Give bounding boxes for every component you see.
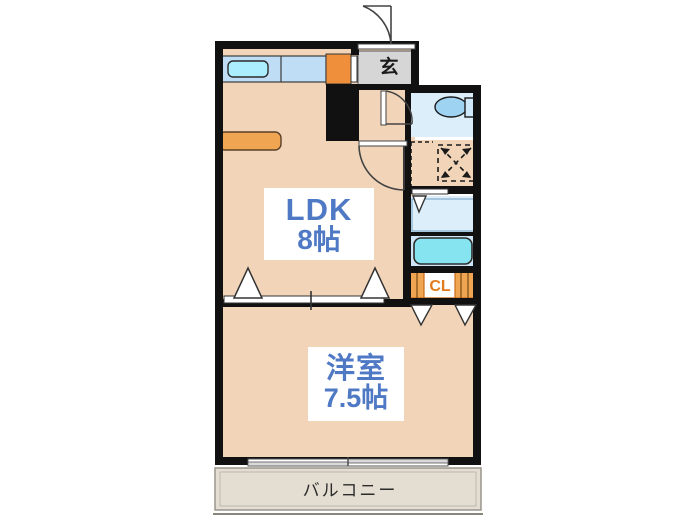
counter-shelf [218,131,282,151]
hall-door[interactable] [358,140,408,191]
balcony-slab [214,467,482,511]
kitchen-sink [227,60,269,78]
washer-arrow-4 [462,171,471,178]
bathtub [413,237,473,265]
washroom-door[interactable] [411,188,449,214]
washer-arrow-2 [462,148,471,155]
western-room-floor [219,305,477,465]
toilet-door[interactable] [380,90,413,126]
balcony-inner-line [219,471,477,507]
entrance-door[interactable] [357,5,416,50]
washer-space-x2 [440,147,472,179]
room-partition-doors[interactable] [223,266,391,310]
balcony-sliding-door[interactable] [247,457,449,467]
toilet-bowl [434,96,468,118]
washer-arrow-1 [441,148,450,155]
washer-arrow-3 [441,171,450,178]
hall-floor [409,140,477,192]
closet-door-swings[interactable] [409,304,478,327]
genkan-tile [357,50,416,86]
shoe-cabinet-door [350,55,358,83]
shoe-cabinet [325,53,352,85]
